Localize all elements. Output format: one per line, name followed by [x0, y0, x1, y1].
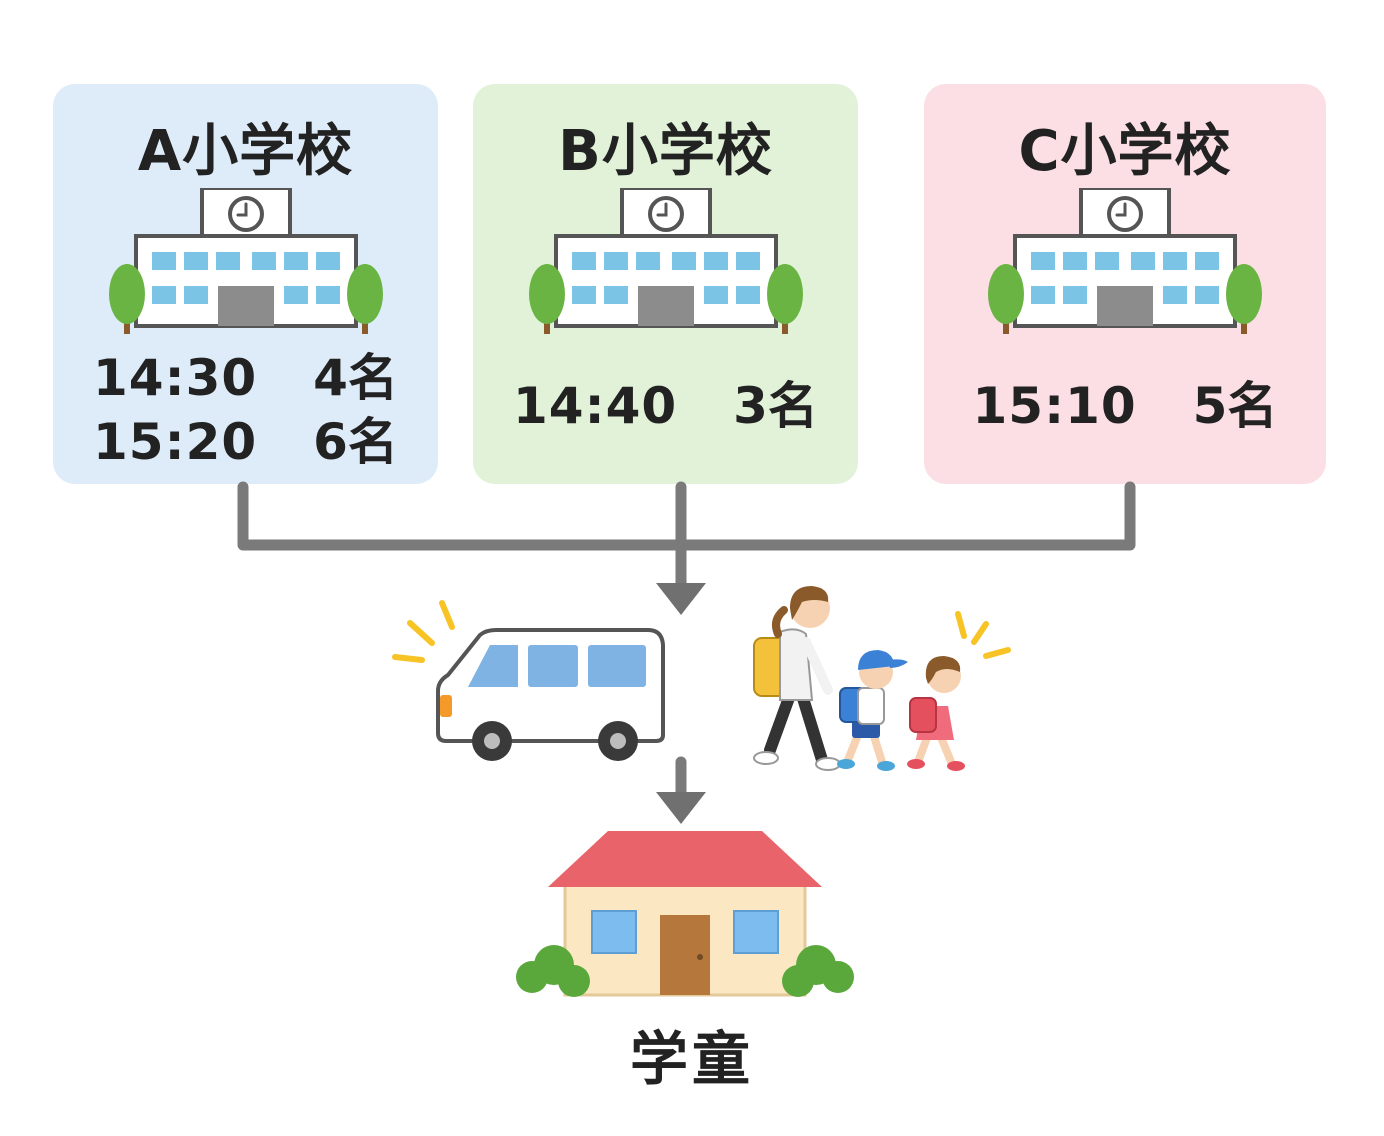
child-count: 6名	[313, 413, 398, 471]
school-card-c: C小学校 15:10 5名	[924, 84, 1326, 484]
house-icon	[516, 831, 854, 997]
arrow-down-icon	[656, 583, 706, 615]
school-building-icon	[988, 188, 1262, 334]
van-icon	[392, 600, 665, 761]
school-name: C小学校	[1018, 119, 1232, 184]
child-count: 5名	[1192, 377, 1278, 435]
walking-group-icon	[753, 586, 1011, 771]
child-count: 3名	[733, 377, 818, 435]
destination-label: 学童	[629, 1025, 754, 1093]
school-building-icon	[108, 188, 383, 334]
connector-lines	[237, 481, 1136, 591]
pickup-time: 15:20	[93, 413, 258, 471]
child-count: 4名	[313, 349, 398, 407]
school-name: A小学校	[137, 119, 354, 184]
school-building-icon	[528, 188, 803, 334]
school-card-b: B小学校 14:40 3名	[473, 84, 858, 484]
school-name: B小学校	[558, 119, 773, 184]
schedule-row: 14:40 3名	[473, 374, 858, 438]
pickup-time: 15:10	[972, 377, 1137, 435]
boy-figure	[837, 650, 908, 771]
girl-figure	[907, 656, 965, 771]
schedule-row: 14:30 4名	[53, 346, 438, 410]
adult-figure	[753, 586, 841, 771]
school-card-a: A小学校 14:30 4名 15:20 6名	[53, 84, 438, 484]
pickup-time: 14:40	[513, 377, 678, 435]
pickup-time: 14:30	[93, 349, 258, 407]
schedule-row: 15:20 6名	[53, 410, 438, 474]
flow-connector	[237, 481, 1136, 615]
schedule-row: 15:10 5名	[924, 374, 1326, 438]
arrow-down-icon	[656, 792, 706, 824]
